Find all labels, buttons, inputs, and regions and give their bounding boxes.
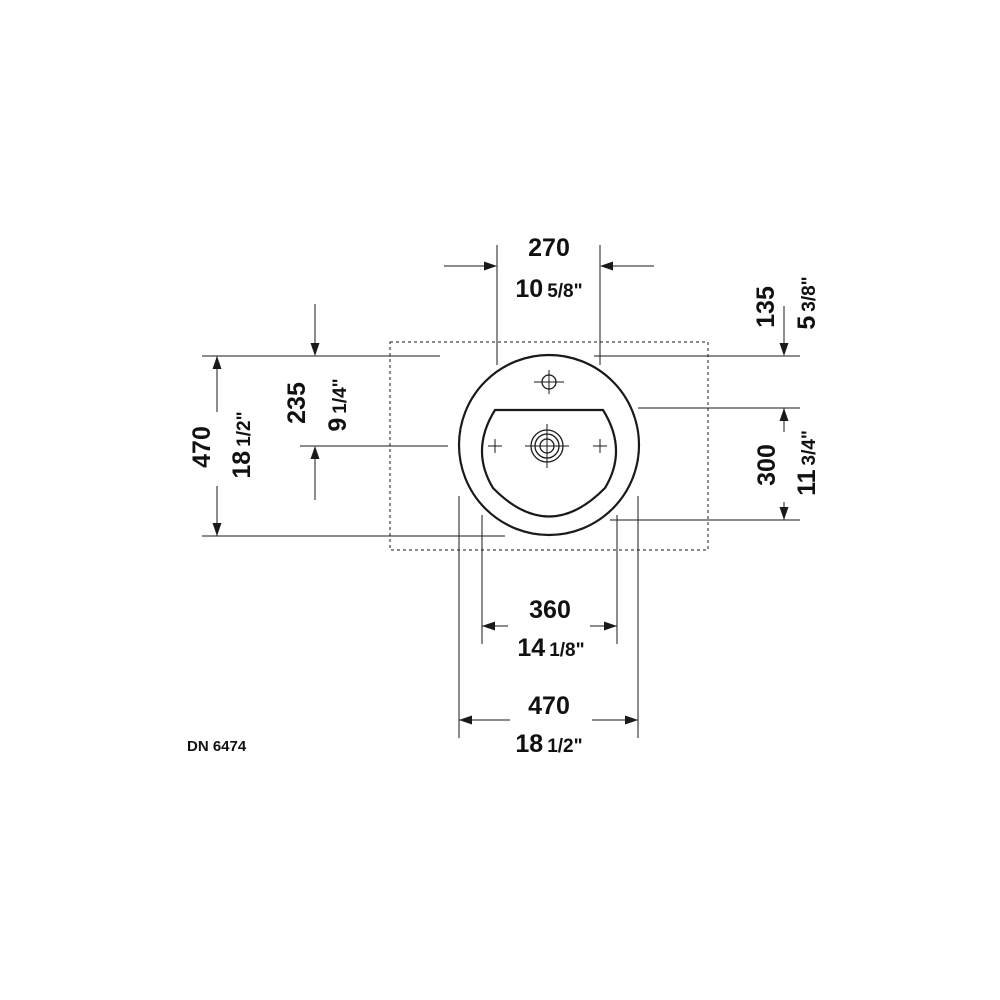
dim-tap-offset-in: 53/8": [793, 276, 821, 329]
basin-outer-rim: [457, 353, 641, 537]
dim-bottom-inner-mm: 360: [529, 596, 571, 624]
right-tap-mark: [593, 439, 607, 453]
dim-tap-offset-mm: 135: [752, 286, 780, 328]
left-tap-mark: [488, 439, 502, 453]
dim-right-bowl-in: 113/4": [793, 430, 821, 496]
dim-right-bowl-mm: 300: [753, 444, 781, 486]
dim-left-total: 470 181/2": [188, 356, 262, 536]
drawing-code: DN 6474: [187, 738, 247, 755]
dim-left-center-mm: 235: [283, 382, 311, 424]
dim-left-center: 235 91/4": [283, 304, 352, 500]
extension-lines: [202, 245, 800, 738]
dim-bottom-outer-mm: 470: [528, 692, 570, 720]
dim-left-center-in: 91/4": [324, 378, 352, 431]
dim-left-total-mm: 470: [188, 426, 216, 468]
dim-right-bowl: 300 113/4": [752, 408, 821, 520]
drain-hole: [525, 424, 569, 468]
dim-left-total-in: 181/2": [228, 411, 256, 478]
basin-bowl: [480, 408, 618, 518]
basin: [457, 353, 641, 537]
dim-top-width-mm: 270: [528, 234, 570, 262]
dim-tap-offset: 135 53/8": [752, 276, 821, 356]
tap-hole: [534, 370, 564, 394]
